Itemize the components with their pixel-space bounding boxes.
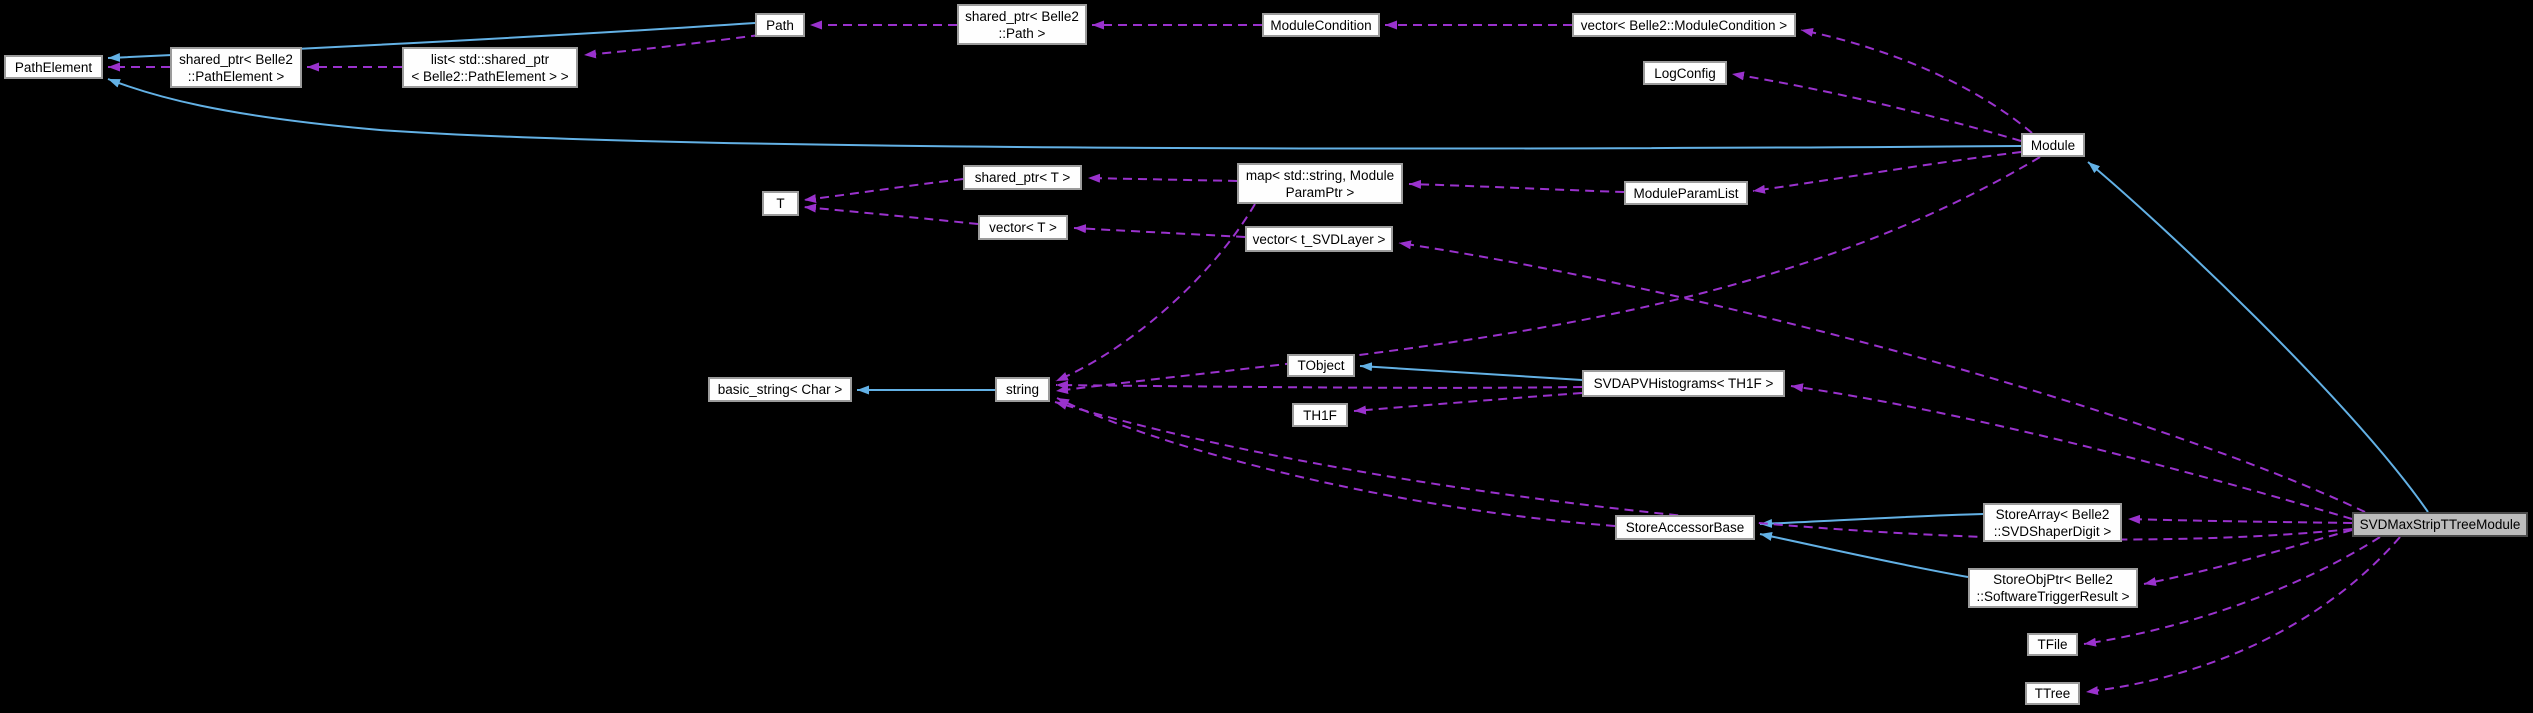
edge-svdmax-to-tfile — [2083, 536, 2381, 647]
edge-module-to-vector-modulecondition — [1800, 27, 2033, 134]
edge-storeobjptr-to-storeaccessorbase — [1759, 532, 1969, 578]
node-t[interactable]: T — [762, 191, 799, 216]
edge-svdmax-to-vector-tsvdlayer — [1398, 240, 2366, 513]
inheritance-edges — [107, 22, 2429, 578]
edge-map-to-string — [1055, 203, 1256, 382]
node-vector-tsvdlayer[interactable]: vector< t_SVDLayer > — [1245, 226, 1393, 252]
node-svdapvhistograms-th1f[interactable]: SVDAPVHistograms< TH1F > — [1582, 370, 1785, 397]
edge-storeaccessorbase-to-string — [1056, 397, 1616, 527]
edge-svdmax-to-storearray — [2127, 514, 2353, 524]
edge-svdapvhistograms-to-string — [1055, 380, 1583, 390]
edge-module-to-logconfig — [1731, 71, 2022, 142]
node-basic-string-char[interactable]: basic_string< Char > — [708, 377, 852, 402]
edge-module-to-pathelement — [107, 78, 2022, 150]
node-storeobjptr-softwaretriggerresult[interactable]: StoreObjPtr< Belle2 ::SoftwareTriggerRes… — [1968, 568, 2138, 608]
node-tobject[interactable]: TObject — [1287, 354, 1355, 377]
node-module[interactable]: Module — [2021, 133, 2085, 157]
node-vector-t[interactable]: vector< T > — [978, 215, 1068, 240]
node-moduleparamlist[interactable]: ModuleParamList — [1624, 181, 1748, 205]
edge-module-to-string — [1055, 156, 2041, 394]
edge-svdmax-to-svdapvhistograms — [1790, 383, 2353, 520]
edge-svdapvhistograms-to-tobject — [1359, 362, 1583, 381]
node-pathelement[interactable]: PathElement — [4, 55, 103, 79]
node-path[interactable]: Path — [755, 13, 805, 37]
edge-sharedptr-t-to-t — [803, 178, 964, 204]
edge-moduleparamlist-to-map — [1408, 179, 1625, 193]
node-list-shared-ptr-pathelement[interactable]: list< std::shared_ptr < Belle2::PathElem… — [402, 47, 578, 88]
node-shared-ptr-belle2-pathelement[interactable]: shared_ptr< Belle2 ::PathElement > — [170, 47, 302, 88]
edge-module-to-moduleparamlist — [1752, 151, 2022, 194]
node-string[interactable]: string — [995, 377, 1050, 402]
node-storeaccessorbase[interactable]: StoreAccessorBase — [1615, 515, 1755, 540]
node-map-string-moduleparamptr[interactable]: map< std::string, Module ParamPtr > — [1237, 163, 1403, 204]
node-vector-belle2-modulecondition[interactable]: vector< Belle2::ModuleCondition > — [1572, 13, 1796, 37]
node-shared-ptr-belle2-path[interactable]: shared_ptr< Belle2 ::Path > — [957, 4, 1087, 45]
node-logconfig[interactable]: LogConfig — [1643, 61, 1727, 85]
edge-svdmaxstripttreemodule-to-module — [2087, 161, 2429, 513]
edge-svdmax-to-ttree — [2085, 536, 2401, 696]
node-modulecondition[interactable]: ModuleCondition — [1262, 13, 1380, 37]
edge-storearray-to-storeaccessorbase — [1759, 513, 1984, 528]
edge-vector-tsvdlayer-to-vector-t — [1073, 224, 1246, 238]
node-svdmaxstripttreemodule[interactable]: SVDMaxStripTTreeModule — [2352, 512, 2528, 537]
edge-svdmax-to-storeobjptr — [2143, 529, 2353, 587]
edge-map-to-sharedptr-t — [1087, 173, 1238, 183]
node-shared-ptr-t[interactable]: shared_ptr< T > — [963, 165, 1082, 190]
node-ttree[interactable]: TTree — [2025, 682, 2080, 705]
node-th1f[interactable]: TH1F — [1292, 403, 1348, 427]
edge-path-to-list — [583, 34, 761, 59]
node-tfile[interactable]: TFile — [2027, 633, 2078, 656]
node-storearray-svdshaperdigit[interactable]: StoreArray< Belle2 ::SVDShaperDigit > — [1983, 503, 2122, 542]
edge-vector-t-to-t — [803, 203, 979, 225]
edge-svdapvhistograms-to-th1f — [1353, 392, 1583, 415]
usage-edges — [108, 20, 2401, 696]
